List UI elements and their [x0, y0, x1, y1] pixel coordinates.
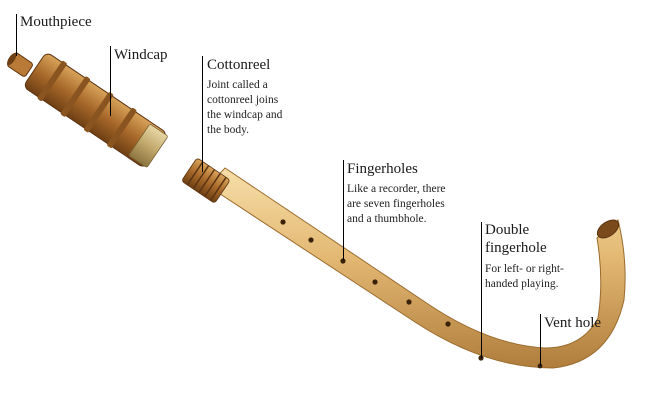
fingerholes-desc-line: are seven fingerholes	[347, 197, 445, 211]
fingerhole	[280, 219, 285, 224]
fingerholes-leader	[343, 160, 344, 260]
mouthpiece-label: Mouthpiece	[20, 14, 92, 31]
fingerhole	[372, 279, 377, 284]
fingerholes-desc-line: and a thumbhole.	[347, 212, 427, 226]
cottonreel-joint	[181, 158, 230, 204]
double-fingerhole-label: Double	[485, 222, 529, 239]
cottonreel-desc-line: the windcap and	[207, 108, 282, 122]
cottonreel-label: Cottonreel	[207, 57, 270, 74]
windcap	[22, 50, 170, 171]
double-fingerhole-desc-line: For left- or right-	[485, 262, 564, 276]
vent-hole-leader	[540, 314, 541, 366]
mouthpiece-leader	[16, 14, 17, 56]
windcap-label: Windcap	[114, 47, 168, 64]
fingerhole	[406, 299, 411, 304]
fingerholes-desc-line: Like a recorder, there	[347, 182, 446, 196]
double-fingerhole-label: fingerhole	[485, 240, 547, 257]
windcap-leader	[110, 46, 111, 116]
fingerhole	[308, 237, 313, 242]
double-fingerhole-desc-line: handed playing.	[485, 277, 558, 291]
cottonreel-desc-line: cottonreel joins	[207, 93, 278, 107]
fingerhole	[445, 321, 450, 326]
cottonreel-desc-line: the body.	[207, 123, 249, 137]
mouthpiece	[5, 51, 34, 78]
cottonreel-leader	[202, 56, 203, 172]
cottonreel-desc-line: Joint called a	[207, 78, 268, 92]
double-fingerhole-leader	[481, 222, 482, 358]
vent-hole-label: Vent hole	[544, 315, 601, 332]
fingerholes-label: Fingerholes	[347, 161, 418, 178]
